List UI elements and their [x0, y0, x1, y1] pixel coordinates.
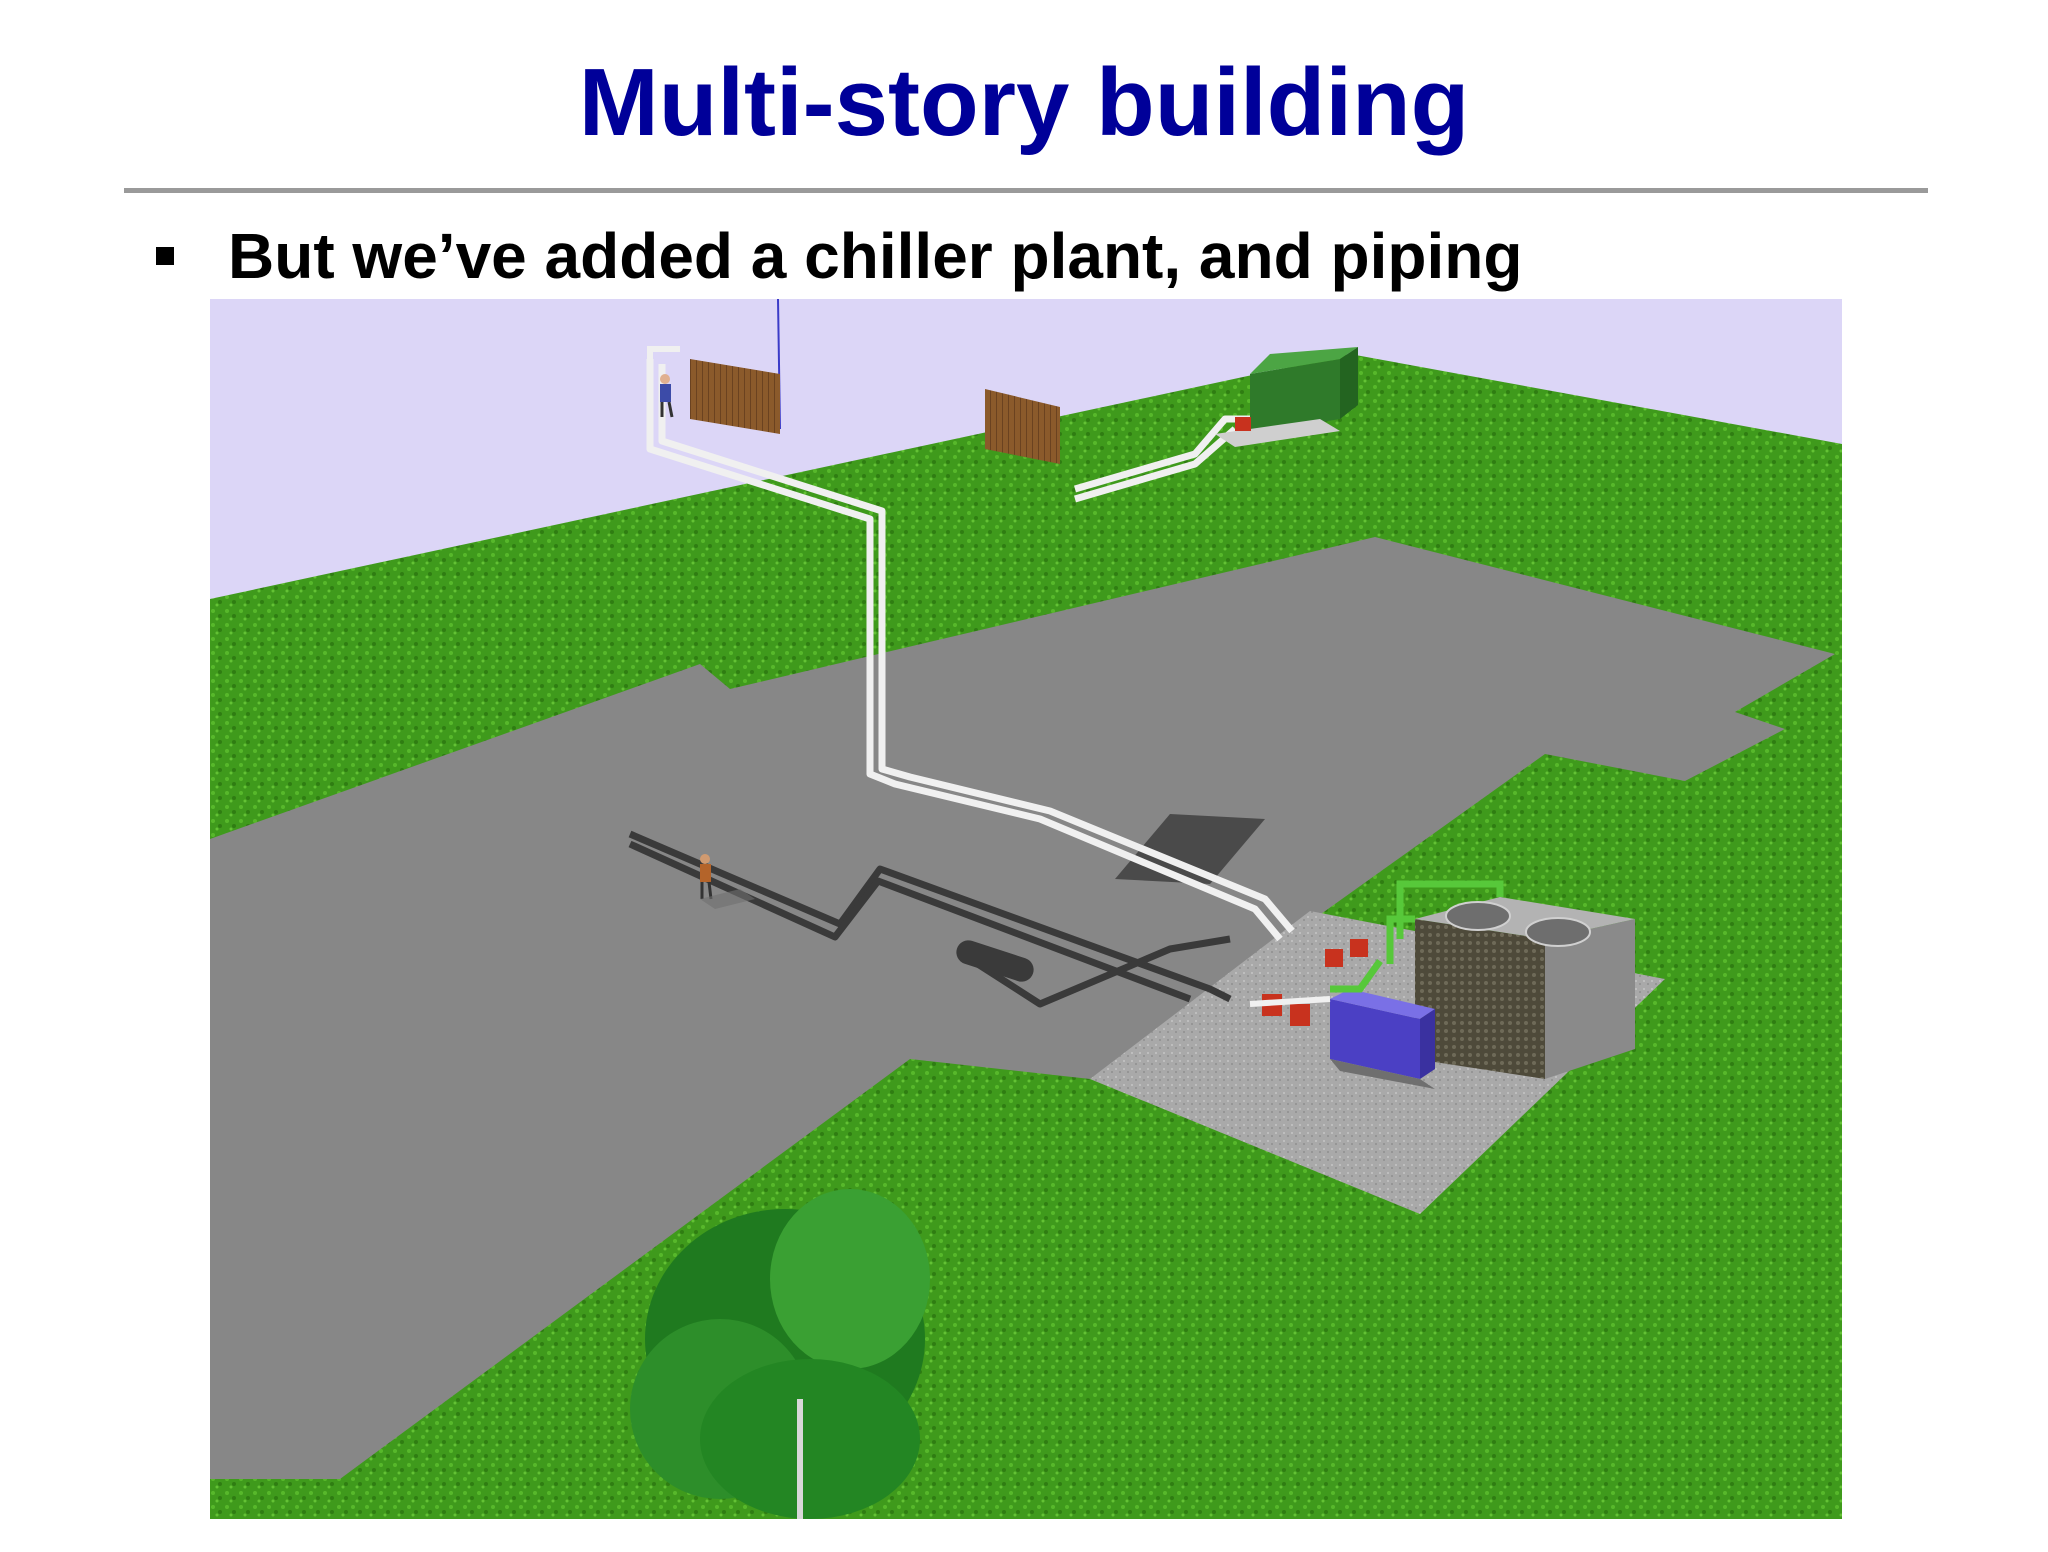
air-handler-icon [647, 346, 780, 434]
rendering-image [210, 299, 1842, 1519]
square-bullet-icon [156, 247, 174, 265]
bullet-item: But we’ve added a chiller plant, and pip… [150, 216, 1522, 296]
bullet-text: But we’ve added a chiller plant, and pip… [228, 220, 1523, 292]
pump-icon [1235, 417, 1251, 431]
person-icon [700, 854, 755, 909]
title-divider [124, 188, 1928, 193]
slide-title: Multi-story building [578, 49, 1470, 156]
buffer-tank [956, 940, 1034, 982]
cooling-tower-icon [1386, 880, 1635, 1079]
chilled-water-piping [646, 359, 1295, 942]
air-handler-icon [985, 389, 1060, 464]
condensing-unit [1215, 347, 1358, 447]
tree-icon [630, 1189, 930, 1519]
underground-piping [628, 830, 1232, 1008]
building-slab [210, 537, 1835, 1479]
chiller-icon [1330, 958, 1435, 1089]
pump-icon [1249, 939, 1368, 1026]
person-icon [660, 374, 674, 418]
